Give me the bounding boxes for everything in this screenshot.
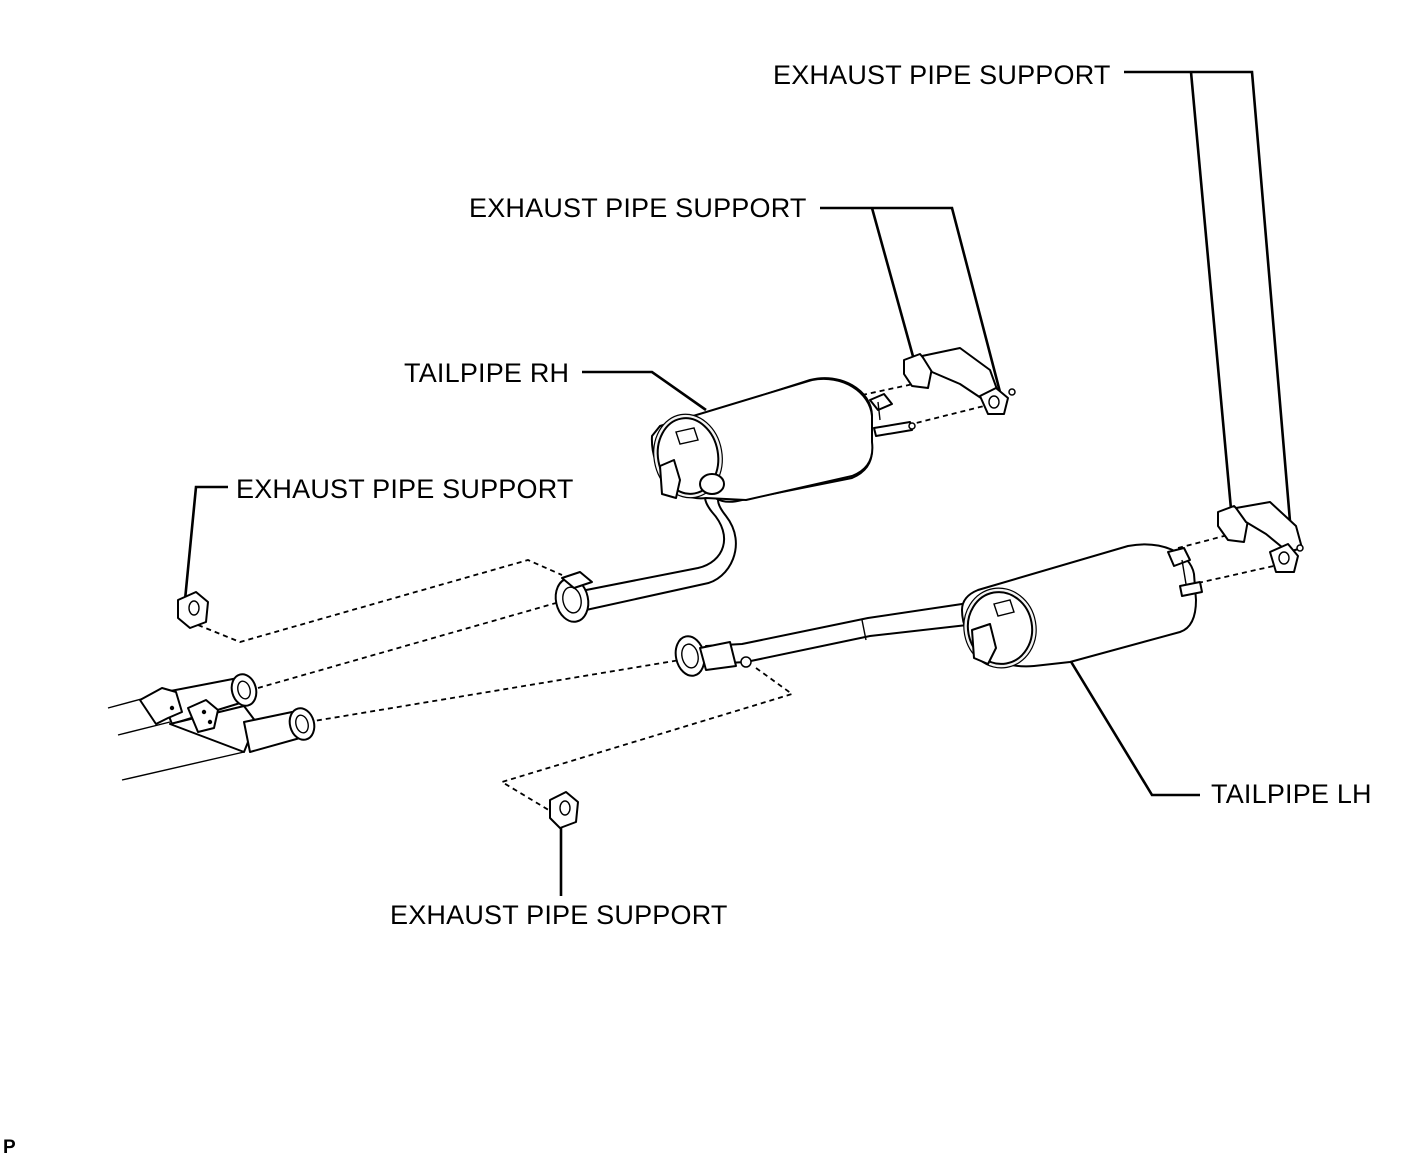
leader-support-top-right-b (1189, 71, 1234, 521)
label-tailpipe-lh: TAILPIPE LH (1211, 779, 1372, 809)
support-mid-parts (903, 347, 1016, 415)
leader-support-mid-b (870, 207, 916, 361)
support-top-right-parts (1217, 501, 1304, 573)
assembly-guide-lines (197, 382, 1279, 813)
label-support-left: EXHAUST PIPE SUPPORT (236, 474, 574, 504)
front-exhaust-pipes (107, 673, 316, 781)
label-support-top-right: EXHAUST PIPE SUPPORT (773, 60, 1111, 90)
leader-tailpipe-lh (1068, 659, 1200, 797)
leader-tailpipe-rh (582, 370, 707, 412)
support-left-part (177, 591, 209, 629)
support-bottom-part (549, 791, 579, 829)
label-support-mid: EXHAUST PIPE SUPPORT (469, 193, 807, 223)
reference-mark: P (3, 1137, 16, 1158)
tailpipe-rh-part (554, 377, 916, 623)
leader-support-mid-a (820, 206, 1002, 393)
leader-support-left (183, 485, 228, 601)
leader-support-top-right-a (1124, 70, 1294, 546)
label-support-bottom: EXHAUST PIPE SUPPORT (390, 900, 728, 930)
tailpipe-lh-part (674, 543, 1203, 677)
label-tailpipe-rh: TAILPIPE RH (404, 358, 570, 388)
leader-lines (183, 70, 1294, 896)
